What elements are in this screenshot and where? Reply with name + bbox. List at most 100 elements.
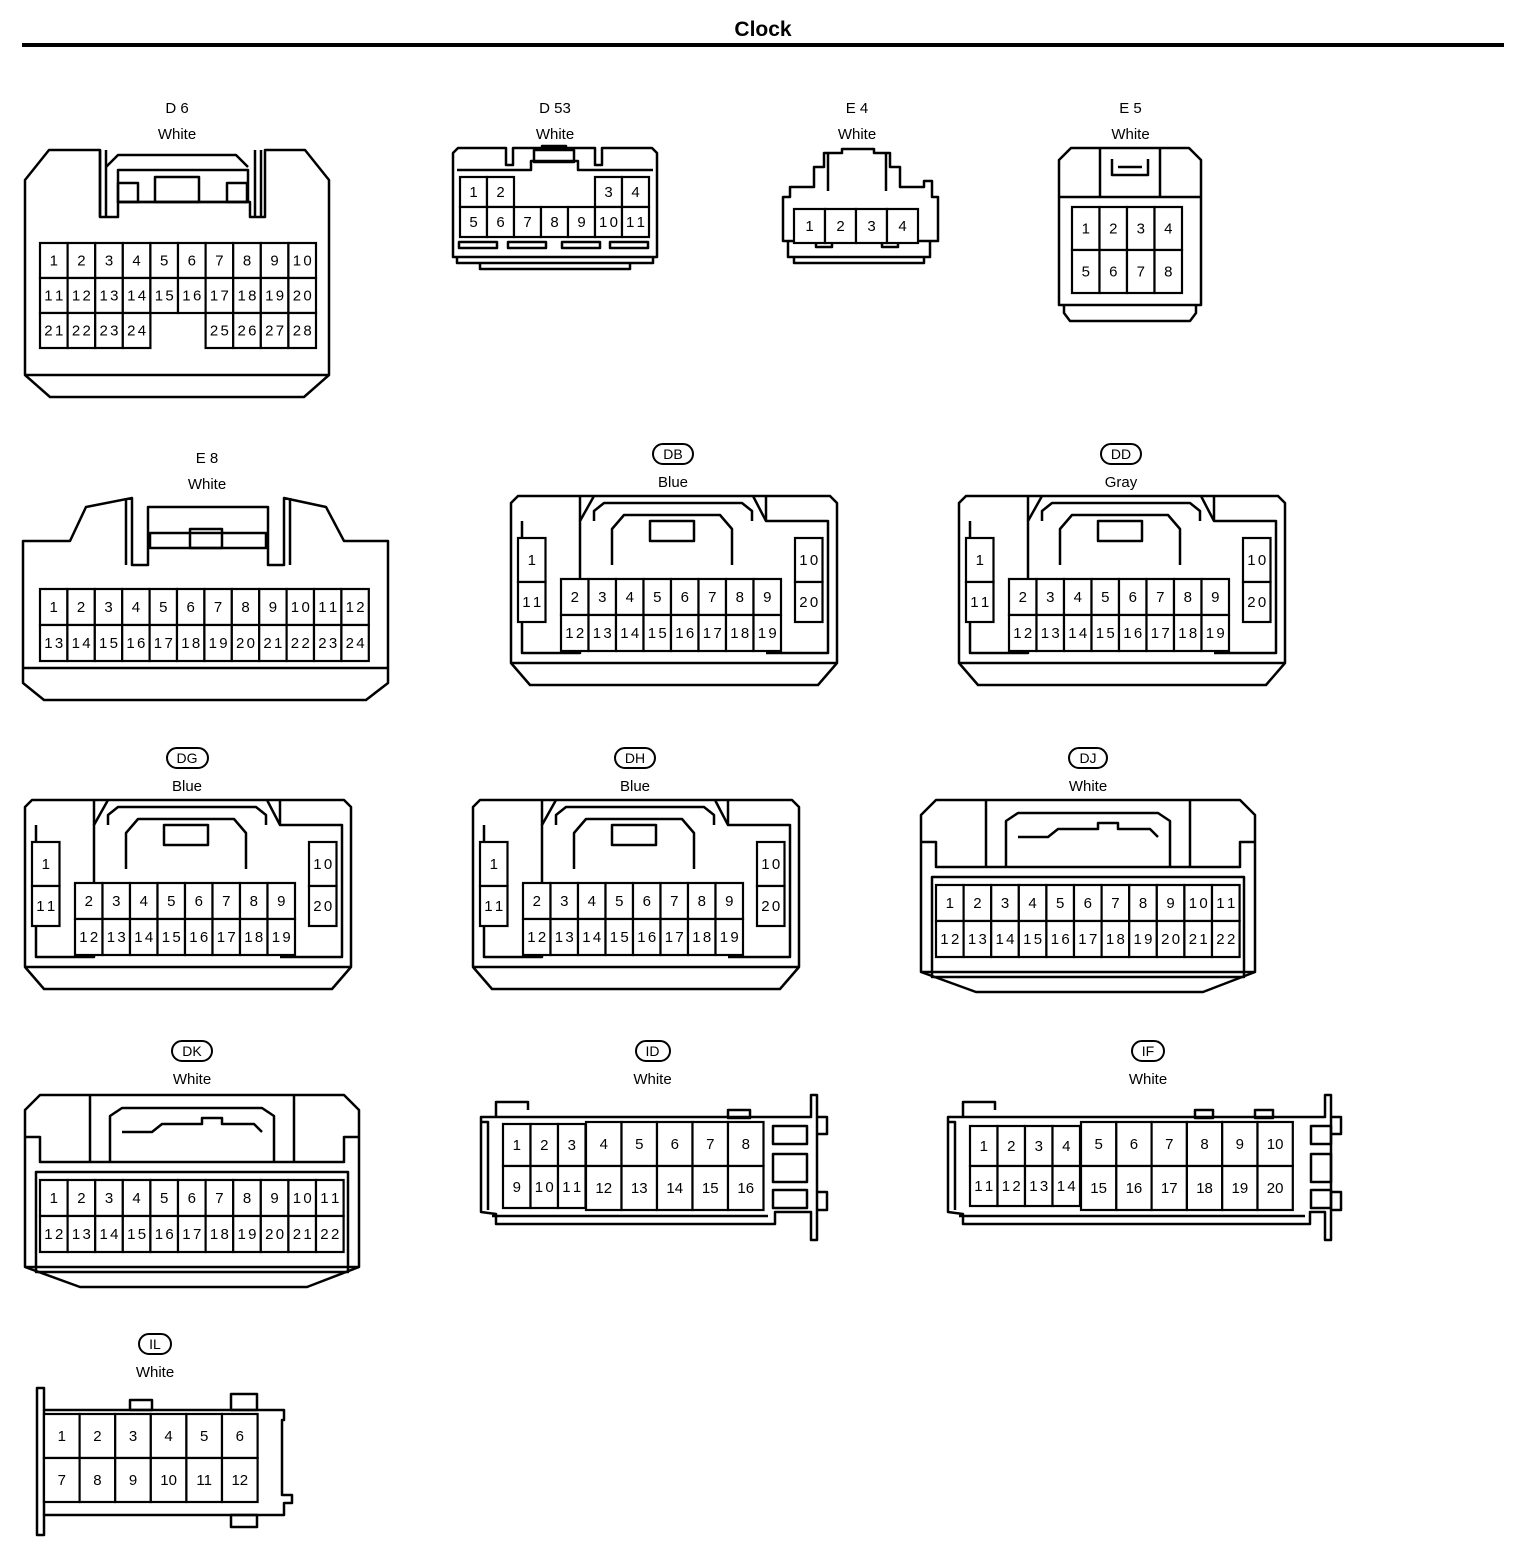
housing-outline <box>771 1188 809 1210</box>
pin-number: 6 <box>681 589 689 606</box>
housing-outline <box>455 257 655 265</box>
pin-number: 7 <box>215 253 223 270</box>
pin-number: 8 <box>1139 895 1147 912</box>
pin-number: 11 <box>196 1472 212 1489</box>
connector-code-oval: ID <box>634 1040 671 1062</box>
housing-outline <box>1040 501 1202 521</box>
pin-cell <box>220 1456 259 1504</box>
pin-cell <box>232 276 262 315</box>
pin-cell <box>93 623 124 663</box>
pin-number: 1 <box>50 1190 58 1207</box>
pin-number: 6 <box>188 253 196 270</box>
pin-cell <box>885 207 920 245</box>
housing-outline <box>481 1120 490 1210</box>
pin-number: 7 <box>708 589 716 606</box>
pin-number: 2 <box>77 599 85 616</box>
pin-cell <box>203 623 233 663</box>
pin-cell <box>1172 613 1203 653</box>
pin-cell <box>204 241 235 280</box>
housing-outline <box>21 496 390 702</box>
housing-outline <box>1193 1108 1215 1120</box>
pin-number: 15 <box>1090 1180 1107 1197</box>
pin-cell <box>1062 613 1093 653</box>
pin-number: 14 <box>666 1180 683 1197</box>
pin-cell <box>642 577 673 617</box>
housing-outline <box>948 1120 957 1210</box>
pin-number: 3 <box>560 893 568 910</box>
housing-outline <box>1062 305 1198 323</box>
housing-outline <box>451 146 659 259</box>
housing-outline <box>781 147 940 243</box>
connector-code: DK <box>22 1040 362 1062</box>
pin-cell <box>724 577 755 617</box>
pin-number: 5 <box>167 893 175 910</box>
pin-cell <box>1155 919 1186 959</box>
pin-number: 3 <box>1046 589 1054 606</box>
housing-outline <box>771 1124 809 1146</box>
connector-code: DJ <box>918 747 1258 769</box>
pin-number: 4 <box>1062 1138 1070 1155</box>
pin-cell <box>1070 248 1101 295</box>
pin-number: 10 <box>160 1472 177 1489</box>
pin-number: 7 <box>670 893 678 910</box>
housing-outline <box>572 817 696 869</box>
pin-number: 6 <box>1109 264 1117 281</box>
pin-number: 8 <box>1184 589 1192 606</box>
pin-cell <box>66 587 96 627</box>
pin-cell <box>1200 613 1231 653</box>
pin-number: 13 <box>631 1180 648 1197</box>
pin-number: 15 <box>702 1180 719 1197</box>
pin-number: 8 <box>241 599 249 616</box>
pin-cell <box>1051 1164 1082 1208</box>
pin-cell <box>996 1164 1027 1208</box>
housing-outline <box>124 817 248 869</box>
pin-cell <box>232 1178 262 1218</box>
pin-number: 5 <box>1082 264 1090 281</box>
pin-number: 3 <box>105 253 113 270</box>
pin-number: 3 <box>104 599 112 616</box>
housing-outline <box>1096 519 1144 543</box>
pin-cell <box>620 1164 659 1212</box>
pin-number: 12 <box>595 1180 612 1197</box>
pin-number: 16 <box>1126 1180 1143 1197</box>
pin-cell <box>1017 919 1048 959</box>
pin-number: 2 <box>93 1428 101 1445</box>
pin-number: 9 <box>763 589 771 606</box>
housing-outline <box>946 1093 1333 1242</box>
pin-cell <box>78 1456 117 1504</box>
pin-cell <box>614 577 645 617</box>
housing-outline <box>128 1398 154 1412</box>
housing-outline <box>506 240 548 250</box>
pin-number: 2 <box>1007 1138 1015 1155</box>
pin-cell <box>990 883 1020 923</box>
pin-number: 3 <box>1035 1138 1043 1155</box>
pin-number: 9 <box>513 1179 521 1196</box>
housing-outline <box>726 1108 752 1120</box>
pin-number: 8 <box>250 893 258 910</box>
pin-number: 6 <box>195 893 203 910</box>
pin-number: 4 <box>1074 589 1082 606</box>
pin-number: 1 <box>528 552 536 569</box>
connector-code-oval: IL <box>138 1333 172 1355</box>
pin-cell <box>752 577 783 617</box>
pin-number: 3 <box>598 589 606 606</box>
connector-color: White <box>1068 778 1108 795</box>
pin-number: 2 <box>533 893 541 910</box>
housing-outline <box>1331 1190 1343 1212</box>
housing-outline <box>1309 1124 1333 1146</box>
pin-number: 3 <box>867 218 875 235</box>
pin-cell <box>149 1456 188 1504</box>
pin-number: 3 <box>1137 221 1145 238</box>
pin-cell <box>38 276 69 315</box>
pin-number: 8 <box>243 253 251 270</box>
pin-number: 19 <box>1232 1180 1249 1197</box>
housing-outline <box>610 823 658 847</box>
pin-number: 8 <box>550 214 558 231</box>
